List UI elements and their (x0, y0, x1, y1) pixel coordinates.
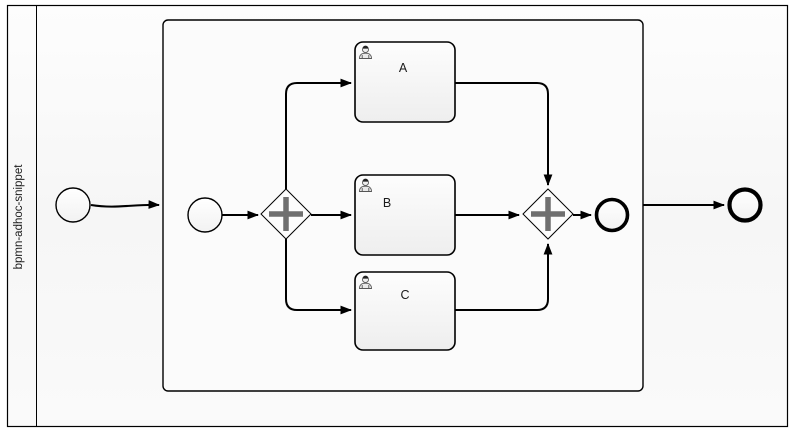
flow-task-a-to-join-gateway[interactable] (455, 82, 553, 186)
flow-split-gateway-to-task-a[interactable] (285, 78, 352, 189)
task-a[interactable]: A (354, 41, 456, 123)
flow-task-c-to-join-gateway[interactable] (455, 243, 553, 311)
outer-start-event[interactable] (55, 187, 91, 223)
inner-end-event[interactable] (594, 197, 630, 233)
task-label: A (399, 61, 408, 75)
plus-icon (269, 197, 303, 231)
task-label: C (400, 288, 409, 302)
task-label: B (383, 196, 391, 210)
plus-icon (531, 197, 565, 231)
task-b[interactable]: B (354, 174, 456, 256)
inner-start-event[interactable] (187, 197, 223, 233)
flow-split-gateway-to-task-c[interactable] (285, 239, 352, 315)
parallel-gateway-split[interactable] (260, 188, 312, 240)
user-icon (359, 178, 372, 192)
task-c[interactable]: C (354, 271, 456, 351)
outer-end-event[interactable] (727, 187, 763, 223)
user-icon (359, 45, 372, 59)
lane-label: bpmn-adhoc-snippet (13, 164, 25, 270)
parallel-gateway-join[interactable] (522, 188, 574, 240)
user-icon (359, 275, 372, 289)
flow-outer-start-to-subprocess[interactable] (90, 200, 160, 209)
